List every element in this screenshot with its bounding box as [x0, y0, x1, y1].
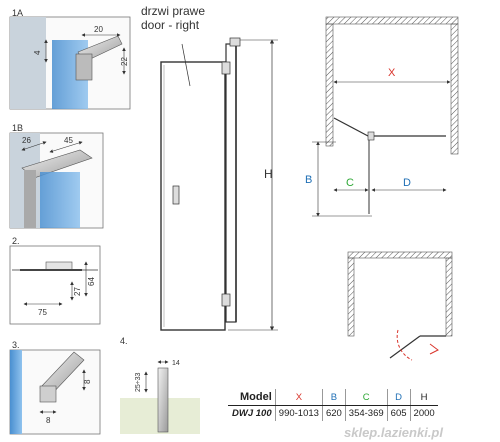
- plan-wall-left: [325, 23, 334, 147]
- dim-label-h: H: [264, 167, 273, 181]
- detail-1b-post: [24, 170, 36, 228]
- spec-header-b: B: [321, 389, 346, 406]
- spec-cell-model: DWJ 100: [232, 408, 272, 419]
- dim-label-4: 4: [33, 50, 42, 55]
- detail-2: 64 27 75: [9, 245, 101, 325]
- door-label-leader: [181, 43, 191, 87]
- detail-1b-label: 1B: [12, 123, 24, 133]
- dim-label-75: 75: [38, 308, 47, 317]
- plan-label-x: X: [388, 67, 396, 79]
- detail-3: 8 8: [9, 349, 101, 435]
- spec-cell-c: 354-369: [344, 405, 388, 421]
- door-glass-panel: [160, 61, 226, 331]
- plan-fixed-panel: [333, 117, 369, 137]
- plan-top: X B C D: [305, 16, 459, 217]
- dim-label-45: 45: [64, 136, 73, 145]
- door-top-hinge: [221, 61, 231, 75]
- door-label: drzwi prawe door - right: [141, 4, 205, 32]
- door-label-en: door - right: [141, 18, 200, 32]
- spec-cell-h: 2000: [409, 405, 438, 421]
- swing-arc: [396, 329, 413, 361]
- dim-label-27: 27: [73, 287, 82, 296]
- spec-header-c: C: [344, 389, 388, 406]
- detail-2-label: 2.: [12, 236, 20, 246]
- detail-3-glass: [10, 350, 22, 434]
- plan-wall-right: [450, 23, 459, 155]
- spec-header-x: X: [274, 389, 323, 406]
- detail-1a-wall: [10, 17, 46, 109]
- dim-label-64: 64: [87, 277, 96, 286]
- door-wall-bracket: [229, 37, 241, 47]
- spec-cell-d: 605: [386, 405, 411, 421]
- dim-label-8-vertical: 8: [83, 379, 92, 384]
- watermark: sklep.lazienki.pl: [344, 425, 443, 440]
- plan-label-b: B: [305, 174, 312, 186]
- dim-line-26: [21, 141, 47, 151]
- swing-wall-left: [347, 257, 355, 337]
- dim-label-20: 20: [94, 25, 103, 34]
- dim-label-26: 26: [22, 136, 31, 145]
- dim-label-22: 22: [120, 57, 129, 66]
- spec-cell-b: 620: [321, 405, 346, 421]
- detail-1a: 20 4 22: [9, 16, 131, 110]
- spec-header-model: Model: [228, 389, 276, 406]
- swing-wall-back: [347, 251, 453, 259]
- detail-1b-glass: [40, 172, 80, 228]
- dim-line-45: [49, 141, 83, 153]
- detail-4-label: 4.: [120, 336, 128, 346]
- door-bottom-hinge: [221, 293, 231, 307]
- plan-label-d: D: [403, 177, 411, 189]
- detail-2-handle-plate: [45, 261, 73, 271]
- detail-3-label: 3.: [12, 340, 20, 350]
- dim-label-25-33: 25÷33: [135, 372, 142, 392]
- detail-4: 25÷33 14: [120, 360, 200, 434]
- dim-label-14: 14: [172, 360, 180, 367]
- plan-label-c: C: [346, 177, 354, 189]
- swing-wall-right: [445, 257, 453, 337]
- swing-arrow: [429, 343, 439, 355]
- swing-door-open: [389, 335, 421, 359]
- detail-1b: 26 45: [9, 132, 104, 229]
- door-elevation: H: [160, 37, 278, 331]
- plan-swing: [347, 251, 453, 361]
- plan-wall-back: [325, 16, 459, 25]
- detail-1a-label: 1A: [12, 8, 24, 18]
- door-handle: [172, 185, 180, 205]
- door-label-pl: drzwi prawe: [141, 4, 206, 18]
- plan-post: [367, 131, 375, 141]
- door-fixed-panel: [225, 43, 237, 323]
- detail-4-post: [157, 367, 169, 433]
- spec-cell-x: 990-1013: [274, 405, 323, 421]
- spec-header-h: H: [409, 389, 438, 406]
- spec-header-d: D: [386, 389, 411, 406]
- detail-3-seal-base: [39, 385, 57, 403]
- dim-label-8-horizontal: 8: [46, 416, 51, 425]
- detail-1a-clamp: [75, 53, 93, 81]
